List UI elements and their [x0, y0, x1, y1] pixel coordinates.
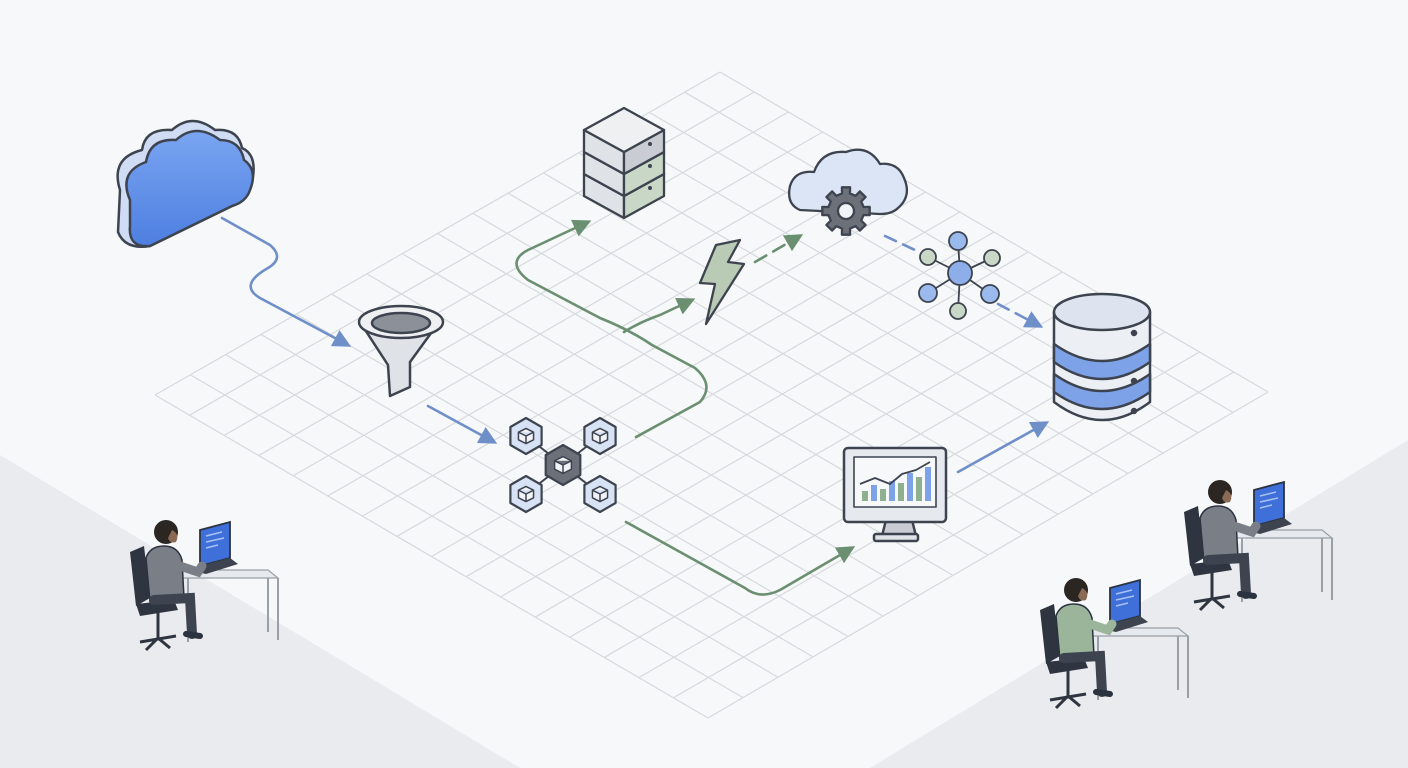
code-line [1259, 504, 1273, 509]
torso [145, 545, 185, 603]
grid-line [534, 291, 1098, 618]
monitor-chart-icon [842, 446, 948, 543]
hexagon-network-icon [509, 416, 617, 514]
grid-line [327, 171, 892, 497]
torso [1199, 505, 1239, 563]
monitor-bar [907, 473, 913, 501]
server-layer-top [582, 106, 666, 154]
arrow-cloud-to-graph [883, 234, 917, 252]
people-layer [130, 480, 1334, 710]
monitor-bar [880, 489, 886, 501]
arrow-graph-to-database [996, 302, 1044, 328]
cloud-icon [116, 119, 255, 248]
legs [1203, 552, 1251, 599]
cloud-gear-icon [787, 148, 909, 236]
chair-base [139, 634, 177, 652]
arm [169, 559, 207, 578]
chair-base [1193, 594, 1231, 612]
code-line [1115, 602, 1129, 607]
grid-line [258, 131, 824, 457]
arrow-modules-to-monitor [624, 520, 856, 596]
server-led [648, 186, 652, 190]
arrow-monitor-to-database [956, 421, 1050, 474]
code-line [1115, 595, 1135, 601]
person-at-desk [1184, 480, 1334, 612]
gear-hole [836, 201, 856, 221]
cube-glyph [553, 455, 573, 475]
legs [1059, 650, 1107, 697]
monitor-bar [862, 491, 868, 501]
monitor-bar [916, 477, 922, 501]
arrow-cloud-to-funnel [220, 216, 352, 347]
grid-line [500, 271, 1063, 598]
cube-glyph [517, 485, 535, 503]
connection-arrows [220, 216, 1050, 596]
face [168, 530, 178, 543]
grid-line [707, 391, 1269, 719]
chair-back [130, 546, 150, 606]
server-stack-icon [582, 106, 666, 220]
cube-glyph [591, 427, 609, 445]
funnel-icon [357, 304, 445, 398]
grid-line [223, 111, 789, 436]
chair-base [1049, 692, 1087, 710]
shoe [1093, 689, 1113, 697]
code-line [205, 544, 219, 549]
monitor-bar [925, 467, 931, 501]
chair-back [1040, 604, 1060, 664]
chair-back [1184, 506, 1204, 566]
grid-line [396, 211, 961, 537]
grid-line [189, 91, 755, 416]
grid-line [465, 251, 1029, 578]
code-line [205, 531, 223, 537]
grid-line [292, 151, 858, 477]
grid-line [673, 371, 1235, 699]
grid-line [362, 191, 926, 517]
code-line [205, 537, 225, 543]
arm [1079, 617, 1117, 636]
code-line [1115, 589, 1133, 595]
node-graph-icon [918, 231, 1001, 320]
monitor-bar [898, 483, 904, 501]
arrow-funnel-to-modules [426, 404, 498, 444]
torso [1055, 603, 1095, 661]
cube-glyph [517, 427, 535, 445]
monitor-bar [871, 485, 877, 501]
person-at-desk [130, 520, 280, 652]
floor [0, 440, 1408, 768]
face [1078, 588, 1088, 601]
code-line [1259, 497, 1279, 503]
legs [149, 592, 197, 639]
code-line [1259, 491, 1277, 497]
shoe [183, 631, 203, 639]
cube-glyph [591, 485, 609, 503]
arrow-lightning-to-cloud [753, 234, 804, 264]
arrow-to-lightning [622, 297, 696, 334]
shoe [1237, 591, 1257, 599]
monitor-bar [889, 481, 895, 501]
server-led [648, 142, 652, 146]
server-led [648, 164, 652, 168]
lightning-icon [698, 238, 746, 326]
database-icon [1052, 292, 1152, 422]
person-at-desk [1040, 578, 1190, 710]
arm [1223, 519, 1261, 538]
face [1222, 490, 1232, 503]
